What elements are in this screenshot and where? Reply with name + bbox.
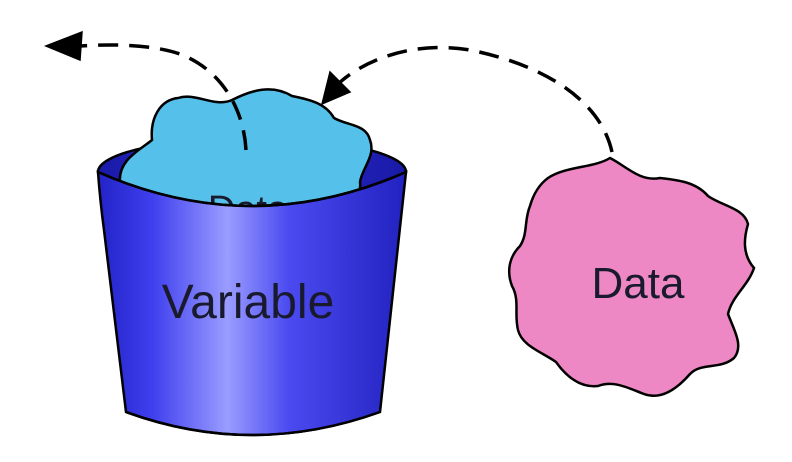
bucket-rim-front: [97, 170, 407, 208]
bucket-label: Variable: [162, 276, 335, 329]
outgoing-arrow: [43, 30, 248, 151]
incoming-arrowhead: [320, 70, 352, 106]
incoming-arrow: [320, 45, 614, 153]
bucket-bottom: [125, 410, 381, 437]
incoming-data-label: Data: [592, 259, 685, 308]
outgoing-arrowhead: [43, 30, 83, 62]
incoming-data-blob: Data: [508, 156, 756, 397]
